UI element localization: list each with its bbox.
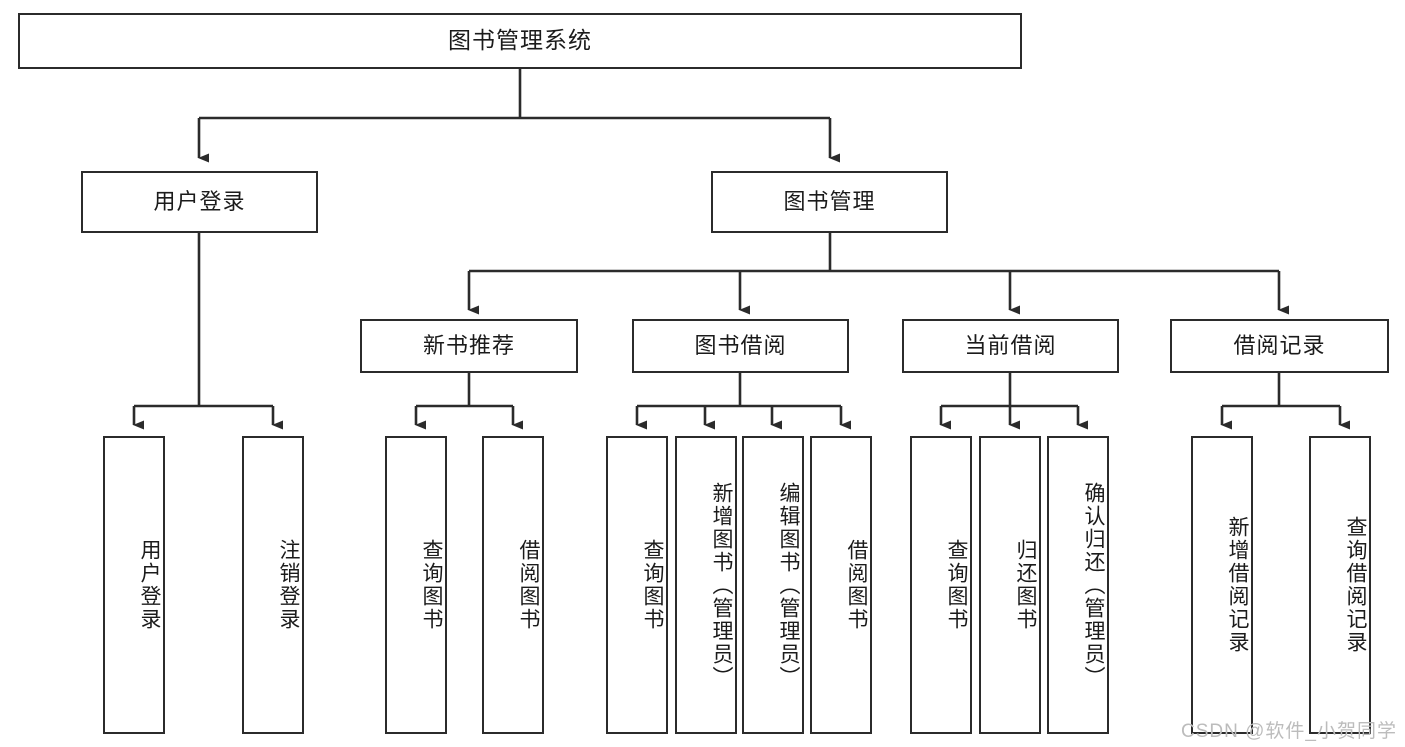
leaf-book-borrow-edit[interactable]: 编辑图书（管理员） [742,436,804,734]
leaf-current-borrow-return-label: 归还图书 [1014,539,1037,631]
leaf-book-borrow-borrow[interactable]: 借阅图书 [810,436,872,734]
leaf-user-login-signin[interactable]: 用户登录 [103,436,165,734]
node-current-borrow[interactable]: 当前借阅 [902,319,1119,373]
leaf-user-login-signout[interactable]: 注销登录 [242,436,304,734]
node-book-borrow[interactable]: 图书借阅 [632,319,849,373]
leaf-borrow-record-query[interactable]: 查询借阅记录 [1309,436,1371,734]
node-current-borrow-label: 当前借阅 [964,332,1057,358]
node-borrow-record[interactable]: 借阅记录 [1170,319,1389,373]
node-book-borrow-label: 图书借阅 [694,332,787,358]
leaf-borrow-record-query-label: 查询借阅记录 [1344,516,1367,654]
leaf-current-borrow-confirm[interactable]: 确认归还（管理员） [1047,436,1109,734]
node-book-management[interactable]: 图书管理 [711,171,948,233]
leaf-book-borrow-add-label: 新增图书（管理员） [710,481,733,689]
node-root-system[interactable]: 图书管理系统 [18,13,1022,69]
leaf-book-borrow-query[interactable]: 查询图书 [606,436,668,734]
leaf-book-borrow-borrow-label: 借阅图书 [845,539,868,631]
leaf-book-borrow-add[interactable]: 新增图书（管理员） [675,436,737,734]
leaf-user-login-signin-label: 用户登录 [138,539,161,631]
node-root-label: 图书管理系统 [448,27,592,54]
leaf-new-book-query[interactable]: 查询图书 [385,436,447,734]
node-new-book-recommend-label: 新书推荐 [422,332,515,358]
csdn-watermark: CSDN @软件_小贺同学 [1181,721,1397,742]
leaf-current-borrow-query[interactable]: 查询图书 [910,436,972,734]
leaf-book-borrow-query-label: 查询图书 [641,539,664,631]
node-new-book-recommend[interactable]: 新书推荐 [360,319,578,373]
node-user-login-label: 用户登录 [153,188,246,214]
leaf-current-borrow-confirm-label: 确认归还（管理员） [1082,481,1105,689]
node-borrow-record-label: 借阅记录 [1233,332,1326,358]
leaf-new-book-borrow-label: 借阅图书 [517,539,540,631]
node-user-login[interactable]: 用户登录 [81,171,318,233]
leaf-user-login-signout-label: 注销登录 [277,539,300,631]
leaf-new-book-borrow[interactable]: 借阅图书 [482,436,544,734]
leaf-borrow-record-add-label: 新增借阅记录 [1226,516,1249,654]
leaf-book-borrow-edit-label: 编辑图书（管理员） [777,481,800,689]
leaf-current-borrow-return[interactable]: 归还图书 [979,436,1041,734]
leaf-current-borrow-query-label: 查询图书 [945,539,968,631]
node-book-management-label: 图书管理 [783,188,876,214]
leaf-new-book-query-label: 查询图书 [420,539,443,631]
leaf-borrow-record-add[interactable]: 新增借阅记录 [1191,436,1253,734]
